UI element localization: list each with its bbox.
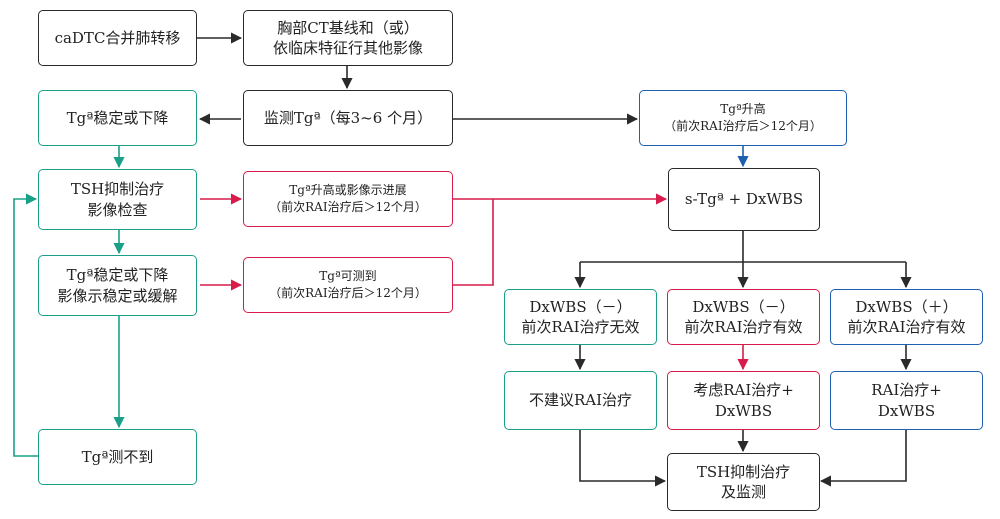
node-tsh-monitor: TSH抑制治疗 及监测 [667,453,820,511]
node-dxwbs-neg-ineffective: DxWBS（－） 前次RAI治疗无效 [504,289,657,345]
node-tsh-imaging: TSH抑制治疗 影像检查 [38,169,197,230]
edge-undetectable-loop-to-tsh [13,193,38,457]
edge-detectable-to-join [453,199,494,286]
node-start: caDTC合并肺转移 [38,10,197,66]
node-dxwbs-neg-effective: DxWBS（－） 前次RAI治疗有效 [667,289,820,345]
edge-no-rai-to-monitor [579,430,667,487]
node-rai: RAI治疗+ DxWBS [830,371,983,430]
node-stg-dxwbs: s-Tgª + DxWBS [668,168,820,231]
node-tg-stable-imaging: Tgª稳定或下降 影像示稳定或缓解 [38,255,197,316]
node-tg-detectable: Tgª可测到 （前次RAI治疗后＞12个月） [243,257,453,313]
node-no-rai: 不建议RAI治疗 [504,371,657,430]
node-consider-rai: 考虑RAI治疗+ DxWBS [667,371,820,430]
node-monitor: 监测Tgª（每3~6 个月） [243,90,453,146]
edge-rai-to-monitor [819,430,907,487]
node-tg-rise: Tgª升高 （前次RAI治疗后＞12个月） [639,90,847,146]
node-tg-stable: Tgª稳定或下降 [38,90,197,146]
node-tg-undetectable: Tgª测不到 [38,429,197,485]
node-baseline: 胸部CT基线和（或） 依临床特征行其他影像 [243,10,453,66]
node-tg-rise-progress: Tgª升高或影像示进展 （前次RAI治疗后＞12个月） [243,171,453,227]
node-dxwbs-pos-effective: DxWBS（＋） 前次RAI治疗有效 [830,289,983,345]
